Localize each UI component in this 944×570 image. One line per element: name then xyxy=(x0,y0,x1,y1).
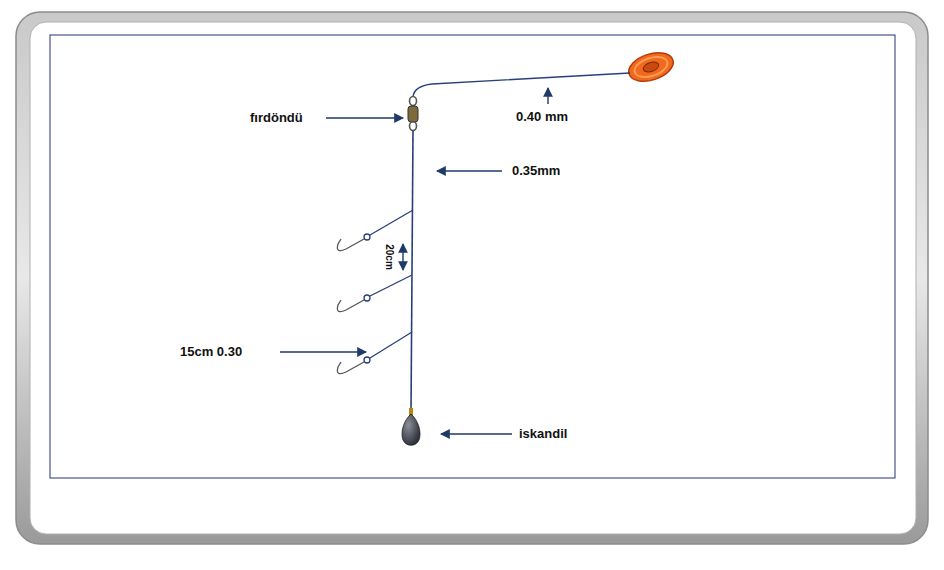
part-label: fırdöndü xyxy=(250,111,303,125)
hooks xyxy=(337,210,413,374)
leader-line xyxy=(411,131,413,412)
swivel xyxy=(408,97,418,131)
callout-arrows xyxy=(280,88,548,434)
part-label: 0.35mm xyxy=(512,164,560,178)
part-label: 15cm 0.30 xyxy=(180,345,242,359)
sinker xyxy=(402,408,420,445)
outer-frame xyxy=(16,12,928,544)
part-label: iskandil xyxy=(519,427,567,441)
border-rect xyxy=(50,35,895,478)
dimension-label: 20cm xyxy=(384,244,395,270)
main-line xyxy=(413,73,630,97)
reel xyxy=(625,48,677,87)
part-label: 0.40 mm xyxy=(516,110,568,124)
inner-panel xyxy=(30,22,916,534)
